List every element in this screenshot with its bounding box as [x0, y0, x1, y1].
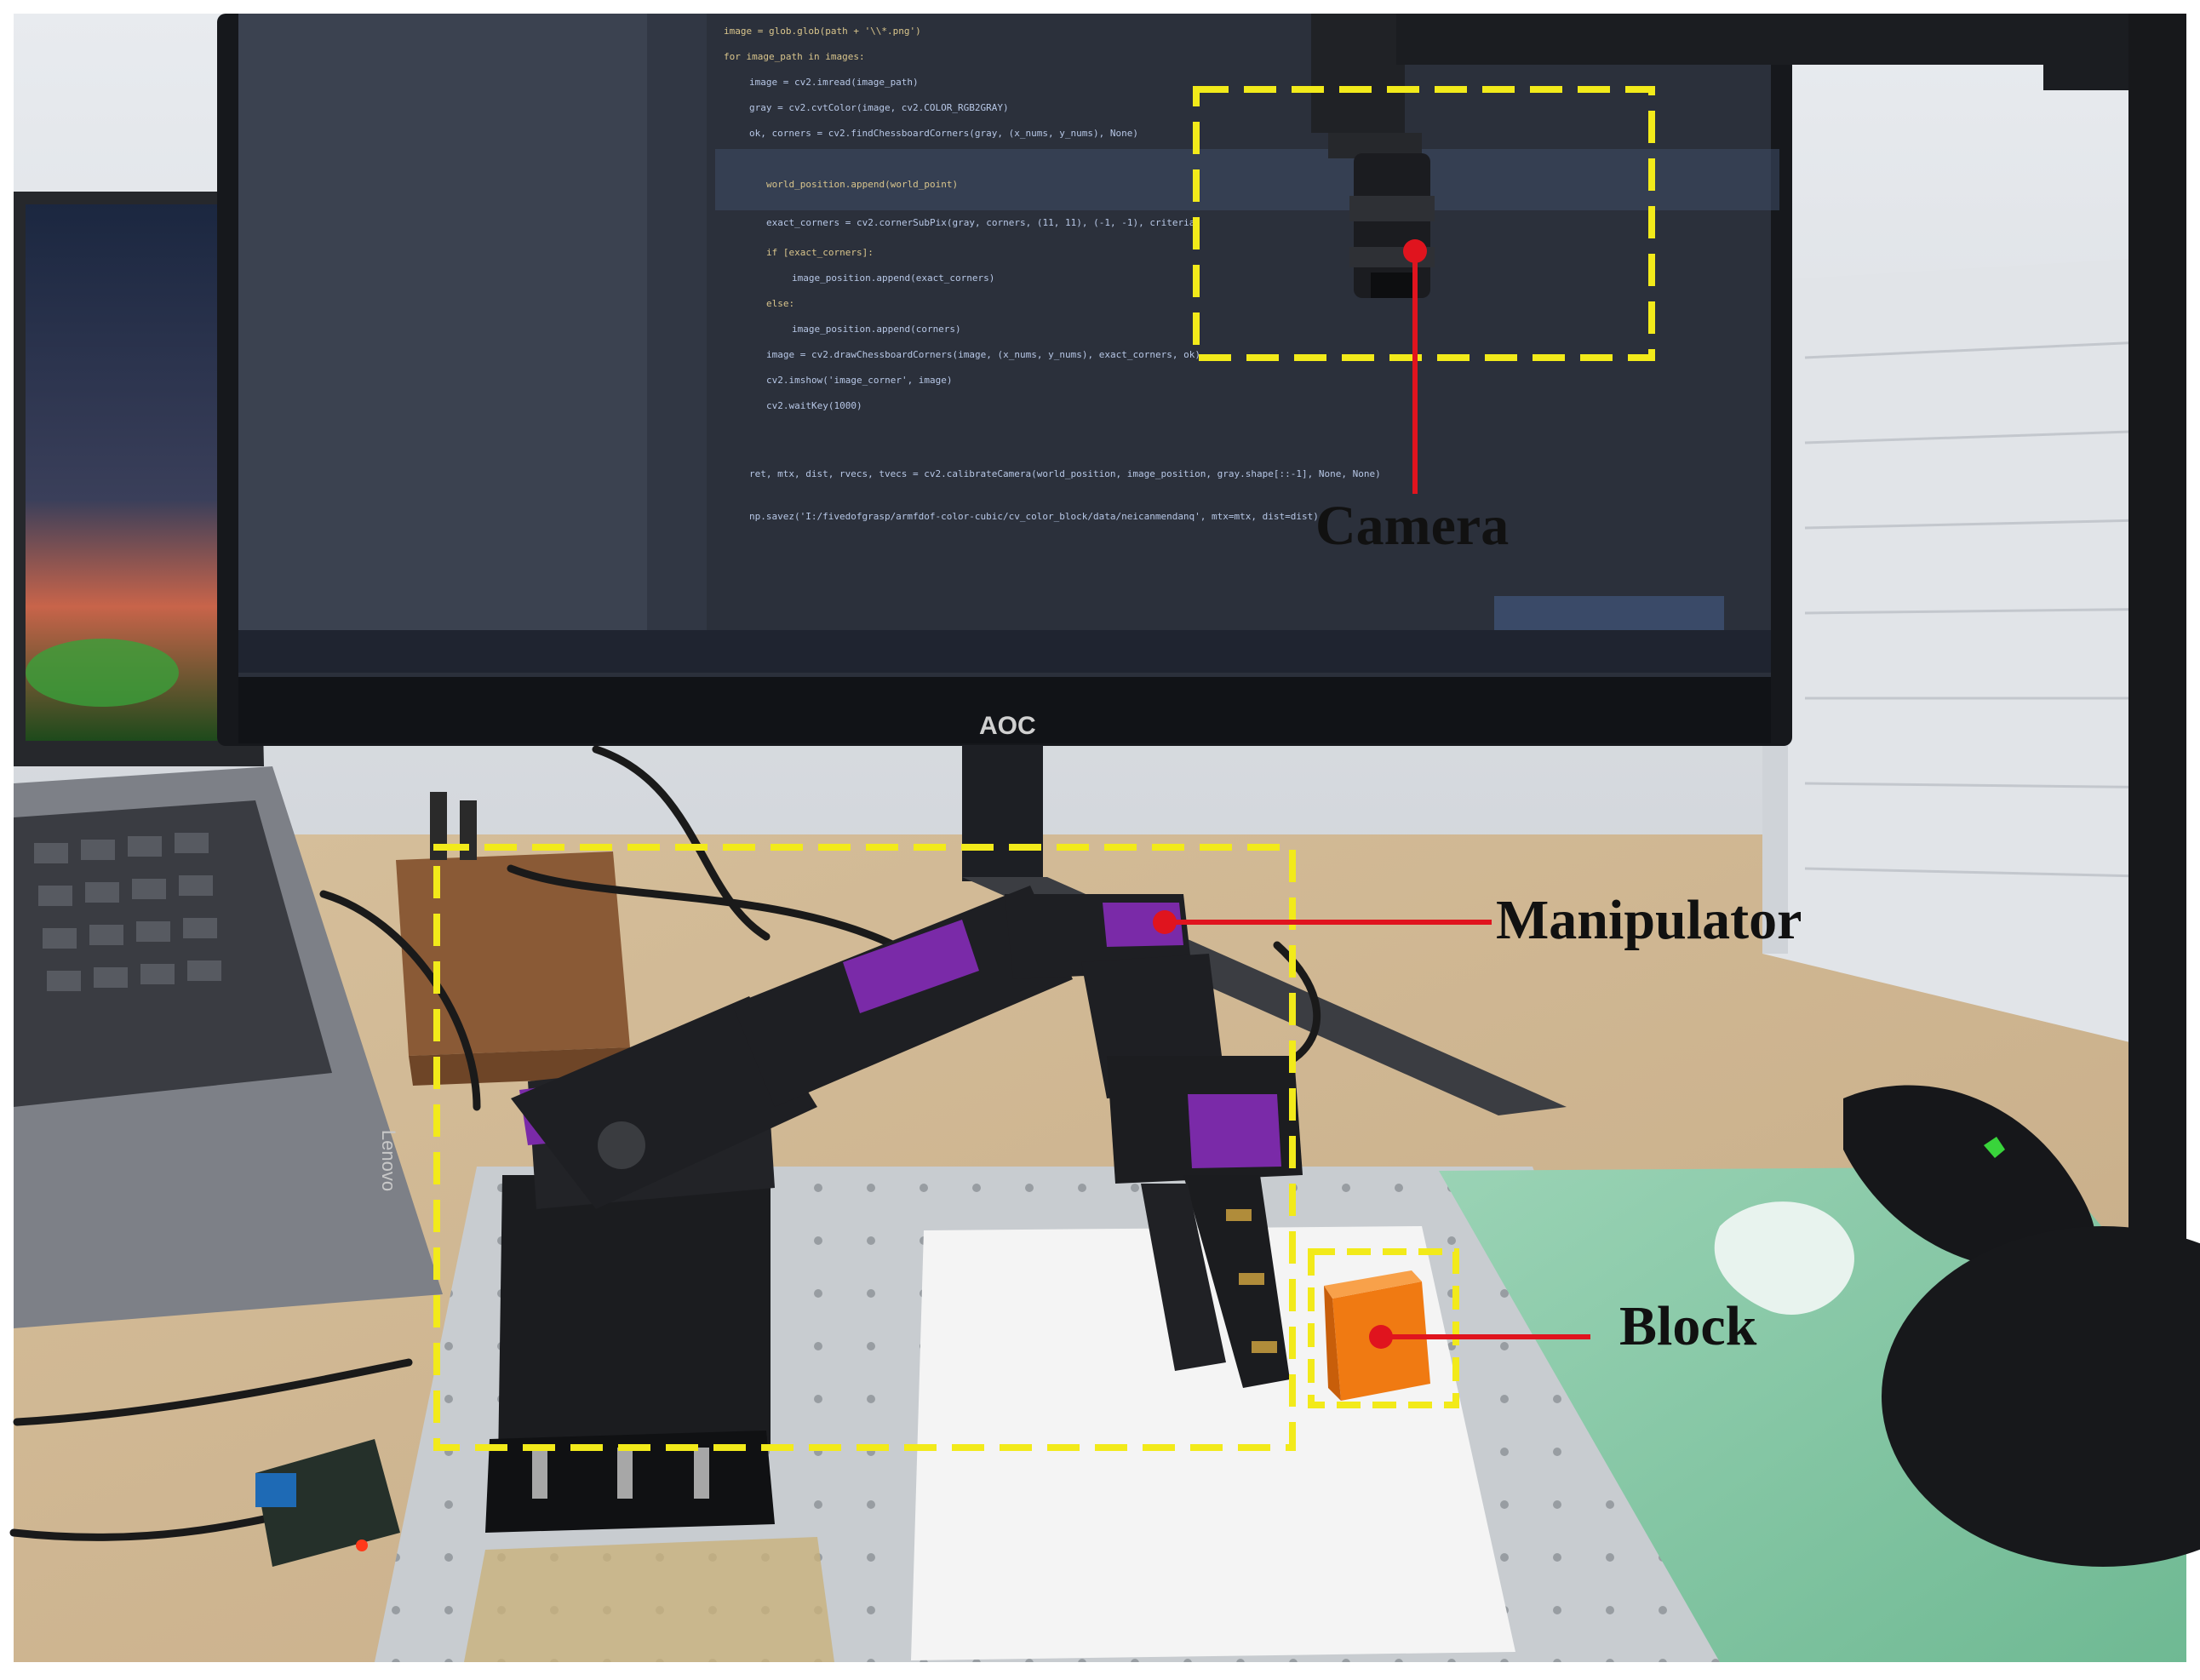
laptop	[14, 192, 443, 1328]
partition-panel	[1762, 255, 2186, 1056]
svg-text:exact_corners = cv2.cornerSubP: exact_corners = cv2.cornerSubPix(gray, c…	[766, 217, 1200, 228]
svg-text:cv2.imshow('image_corner', ima: cv2.imshow('image_corner', image)	[766, 375, 953, 386]
svg-text:world_position.append(world_po: world_position.append(world_point)	[766, 179, 958, 190]
svg-text:else:: else:	[766, 298, 794, 309]
block-label: Block	[1619, 1295, 1757, 1357]
block-highlight-box	[1308, 1248, 1459, 1408]
manipulator-highlight-box	[433, 844, 1296, 1451]
svg-text:image_position.append(corners): image_position.append(corners)	[792, 324, 961, 335]
camera-label: Camera	[1315, 495, 1510, 557]
laptop-brand: Lenovo	[378, 1129, 400, 1192]
svg-text:cv2.waitKey(1000): cv2.waitKey(1000)	[766, 400, 862, 411]
block-pointer	[1369, 1325, 1590, 1349]
camera-pointer	[1403, 239, 1427, 494]
svg-text:image = cv2.imread(image_path): image = cv2.imread(image_path)	[749, 77, 919, 88]
svg-text:image = cv2.drawChessboardCorn: image = cv2.drawChessboardCorners(image,…	[766, 349, 1200, 360]
manipulator-label: Manipulator	[1496, 889, 1802, 951]
svg-text:image = glob.glob(path + '\\*.: image = glob.glob(path + '\\*.png')	[724, 26, 921, 37]
svg-text:if [exact_corners]:: if [exact_corners]:	[766, 247, 874, 258]
svg-text:for image_path in images:: for image_path in images:	[724, 51, 865, 62]
monitor-brand: AOC	[979, 712, 1036, 740]
camera-highlight-box	[1193, 86, 1655, 361]
driver-board	[255, 1439, 400, 1567]
paper-sheet	[911, 1226, 1515, 1660]
svg-text:np.savez('I:/fivedofgrasp/armf: np.savez('I:/fivedofgrasp/armfdof-color-…	[749, 511, 1319, 522]
svg-text:gray = cv2.cvtColor(image, cv2: gray = cv2.cvtColor(image, cv2.COLOR_RGB…	[749, 102, 1009, 113]
svg-text:ok, corners = cv2.findChessboa: ok, corners = cv2.findChessboardCorners(…	[749, 128, 1138, 139]
svg-text:image_position.append(exact_co: image_position.append(exact_corners)	[792, 272, 994, 284]
svg-text:ret, mtx, dist, rvecs, tvecs =: ret, mtx, dist, rvecs, tvecs = cv2.calib…	[749, 468, 1381, 479]
camera-device	[1311, 14, 2186, 298]
robot-arm	[485, 886, 1303, 1533]
mouse	[1843, 1085, 2095, 1270]
manipulator-pointer	[1153, 910, 1492, 934]
